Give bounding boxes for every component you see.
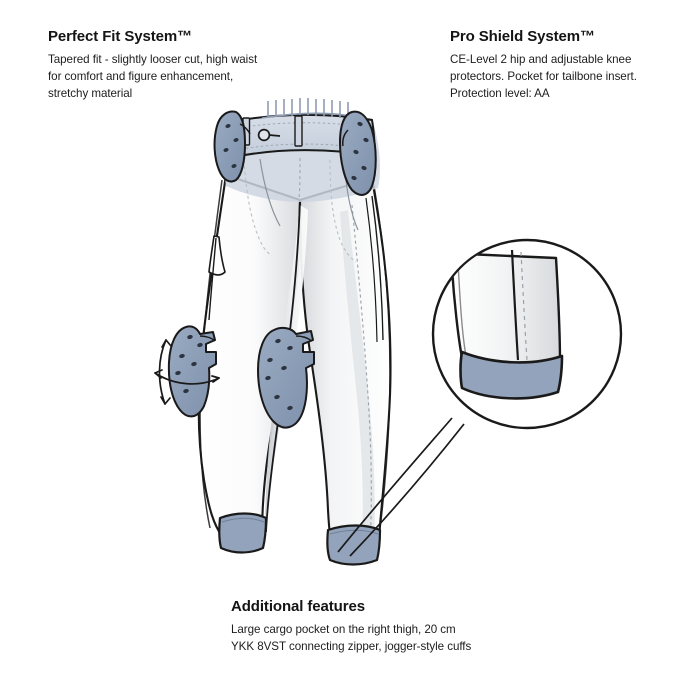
magnifier-leader-b bbox=[349, 423, 465, 557]
knee-protector-right bbox=[257, 326, 315, 429]
magnifier-seam-stitch bbox=[520, 251, 528, 361]
annotation-body-line: YKK 8VST connecting zipper, jogger-style… bbox=[231, 640, 472, 653]
magnifier-fabric bbox=[450, 252, 562, 370]
annotation-body-line: Large cargo pocket on the right thigh, 2… bbox=[231, 623, 456, 636]
arrow-horizontal bbox=[154, 372, 220, 385]
seam-left-outer bbox=[199, 179, 223, 529]
magnifier-cuff-band bbox=[459, 350, 564, 400]
magnifier-fabric-edge bbox=[457, 261, 467, 357]
annotation-body-line: for comfort and figure enhancement, bbox=[48, 70, 234, 83]
pocket-left-stitch bbox=[243, 159, 273, 257]
waistband-top-edge bbox=[261, 112, 357, 119]
seam-right-center bbox=[351, 204, 372, 545]
waist-button bbox=[257, 128, 281, 142]
hip-protector-right bbox=[339, 110, 377, 196]
annotation-additional-features: Additional features Large cargo pocket o… bbox=[231, 597, 531, 655]
annotation-title: Additional features bbox=[231, 598, 365, 615]
adjustment-arrows bbox=[154, 339, 220, 405]
annotation-title: Pro Shield System™ bbox=[450, 28, 595, 45]
side-zipper-right bbox=[371, 195, 384, 341]
waistband-stitch bbox=[237, 122, 372, 129]
cuff-right bbox=[326, 524, 382, 566]
seam-center-front bbox=[265, 199, 301, 533]
annotation-perfect-fit-system: Perfect Fit System™ Tapered fit - slight… bbox=[48, 27, 308, 102]
magnifier-leader bbox=[337, 417, 453, 553]
belt-loops bbox=[242, 115, 363, 147]
pants-body bbox=[154, 98, 392, 566]
cargo-pocket bbox=[208, 235, 226, 321]
fly-stitch bbox=[298, 157, 301, 199]
cargo-pocket-flap bbox=[208, 235, 226, 276]
annotation-pro-shield-system: Pro Shield System™ CE-Level 2 hip and ad… bbox=[450, 27, 690, 102]
annotation-body-line: CE-Level 2 hip and adjustable knee bbox=[450, 53, 632, 66]
annotation-title: Perfect Fit System™ bbox=[48, 28, 192, 45]
leg-right-shape bbox=[298, 176, 392, 550]
waistband-band bbox=[232, 113, 376, 159]
cuff-left bbox=[218, 512, 268, 554]
annotation-body: Large cargo pocket on the right thigh, 2… bbox=[231, 621, 531, 655]
annotation-body: CE-Level 2 hip and adjustable knee prote… bbox=[450, 51, 690, 102]
side-zipper-right-b bbox=[365, 197, 378, 343]
knee-protector-left bbox=[167, 325, 217, 418]
hip-block bbox=[224, 118, 380, 202]
annotation-body: Tapered fit - slightly looser cut, high … bbox=[48, 51, 308, 102]
magnifier-circle bbox=[431, 238, 623, 430]
hip-protector-left bbox=[213, 110, 251, 183]
annotation-body-line: Tapered fit - slightly looser cut, high … bbox=[48, 53, 258, 66]
annotation-body-line: protectors. Pocket for tailbone insert. bbox=[450, 70, 637, 83]
waistband bbox=[224, 98, 380, 263]
pocket-opening-right bbox=[343, 159, 359, 231]
right-leg-inner-shade bbox=[340, 210, 375, 540]
waistband-stitch-lower bbox=[235, 143, 374, 151]
cargo-pocket-zip bbox=[208, 237, 217, 321]
pocket-right-stitch bbox=[329, 159, 357, 263]
inseam-shade bbox=[265, 205, 308, 520]
magnifier-seam bbox=[510, 249, 520, 361]
arrow-vertical bbox=[158, 339, 167, 405]
pocket-opening-left bbox=[259, 158, 281, 227]
annotation-body-line: stretchy material bbox=[48, 87, 133, 100]
magnifier-cuff-detail bbox=[337, 238, 623, 557]
leg-left-shape bbox=[197, 173, 302, 538]
annotation-body-line: Protection level: AA bbox=[450, 87, 550, 100]
seam-right-outer bbox=[373, 185, 391, 545]
